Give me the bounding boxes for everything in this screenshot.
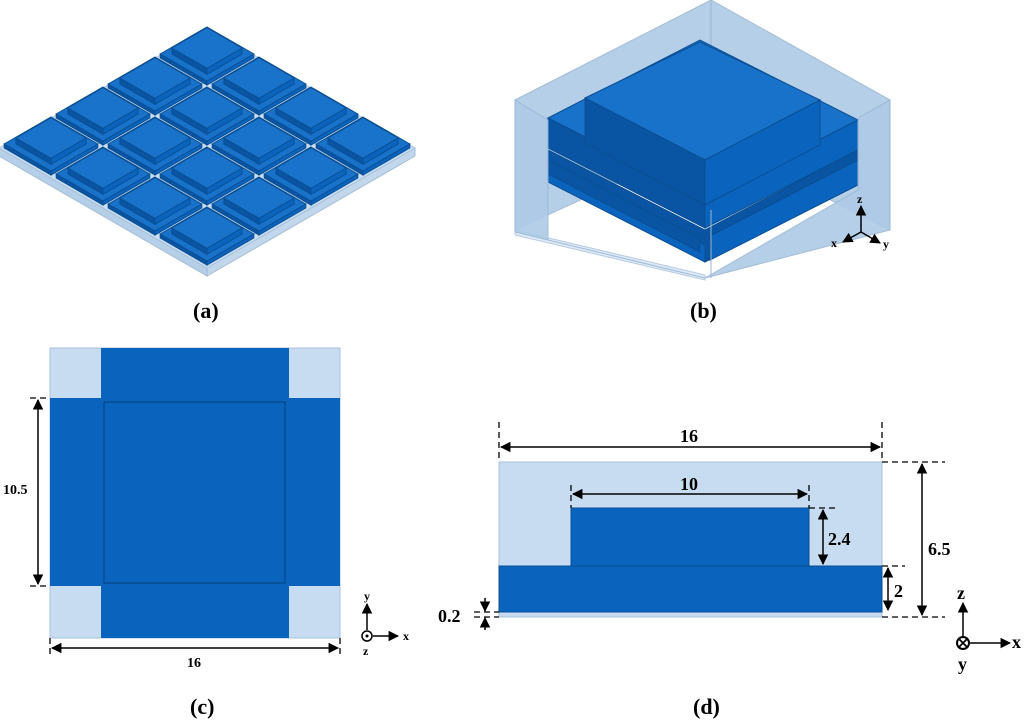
cell-2-1-top-face bbox=[222, 117, 296, 159]
dim-c-width-label: 16 bbox=[187, 656, 201, 671]
axis-c-y-label: y bbox=[364, 589, 370, 603]
panel-a-array bbox=[0, 26, 417, 277]
cell-1-2-top-face bbox=[118, 117, 192, 159]
axis-d-z-label: z bbox=[957, 583, 965, 603]
panel-a-label: (a) bbox=[193, 298, 219, 323]
cell-2-3-top-face bbox=[118, 177, 192, 219]
base-layer-side bbox=[498, 565, 883, 613]
axis-c-z-circle bbox=[361, 630, 373, 642]
dim-c-height-label: 10.5 bbox=[3, 483, 28, 498]
axis-b-z-label: z bbox=[857, 192, 863, 206]
dim-d-w16-label: 16 bbox=[680, 426, 698, 446]
axes-b: z y x bbox=[831, 192, 889, 251]
panel-d-label: (d) bbox=[693, 694, 720, 719]
cell-1-1-top-face bbox=[170, 87, 244, 129]
axis-d-y-label: y bbox=[958, 654, 967, 674]
cell-0-1-top-face bbox=[118, 57, 192, 99]
top-block-right bbox=[704, 99, 821, 206]
axis-d-y-cross bbox=[958, 638, 968, 648]
dims-c: 10.5 16 bbox=[3, 397, 341, 671]
axis-c-z-label: z bbox=[363, 644, 369, 658]
cell-2-2-top-face bbox=[170, 147, 244, 189]
axis-b-x-label: x bbox=[831, 236, 837, 250]
axis-d-y-circle bbox=[956, 636, 970, 650]
axis-b-x bbox=[842, 231, 862, 243]
dim-d-h2-label: 2 bbox=[894, 581, 903, 601]
cell-3-0-top-face bbox=[326, 117, 400, 159]
cell-0-2-top-face bbox=[66, 87, 140, 129]
cell-3-3-top-face bbox=[170, 207, 244, 249]
dim-d-gap-label: 0.2 bbox=[438, 606, 461, 626]
axis-b-y bbox=[860, 231, 881, 244]
cell-1-3-top-face bbox=[66, 147, 140, 189]
cell-2-0-top-face bbox=[274, 87, 348, 129]
dims-d: 16 10 2.4 2 6.5 0.2 bbox=[438, 422, 951, 630]
panel-c-label: (c) bbox=[190, 694, 214, 719]
dim-d-h65-label: 6.5 bbox=[928, 539, 951, 559]
dim-d-h24-label: 2.4 bbox=[828, 529, 851, 549]
axes-d: z x y bbox=[956, 583, 1021, 674]
glass-front-left bbox=[514, 99, 706, 279]
cell-3-1-top-face bbox=[274, 147, 348, 189]
panel-c-top-view bbox=[49, 347, 341, 639]
cell-3-2-top-face bbox=[222, 177, 296, 219]
horizontal-bar bbox=[50, 398, 340, 586]
top-layer-side bbox=[570, 507, 810, 567]
axis-d-x-label: x bbox=[1012, 632, 1021, 652]
dim-d-w10-label: 10 bbox=[680, 474, 698, 494]
axis-c-z-dot bbox=[365, 634, 369, 638]
cell-1-0-top-face bbox=[222, 57, 296, 99]
panel-d-side-view bbox=[498, 461, 883, 618]
axis-c-x-label: x bbox=[403, 629, 409, 643]
cell-0-3-top-face bbox=[14, 117, 88, 159]
panel-b-label: (b) bbox=[690, 298, 717, 323]
axis-b-y-label: y bbox=[883, 237, 889, 251]
cell-0-0-top-face bbox=[170, 27, 244, 69]
top-patch-outline bbox=[103, 401, 286, 584]
axes-c: y x z bbox=[361, 589, 409, 658]
